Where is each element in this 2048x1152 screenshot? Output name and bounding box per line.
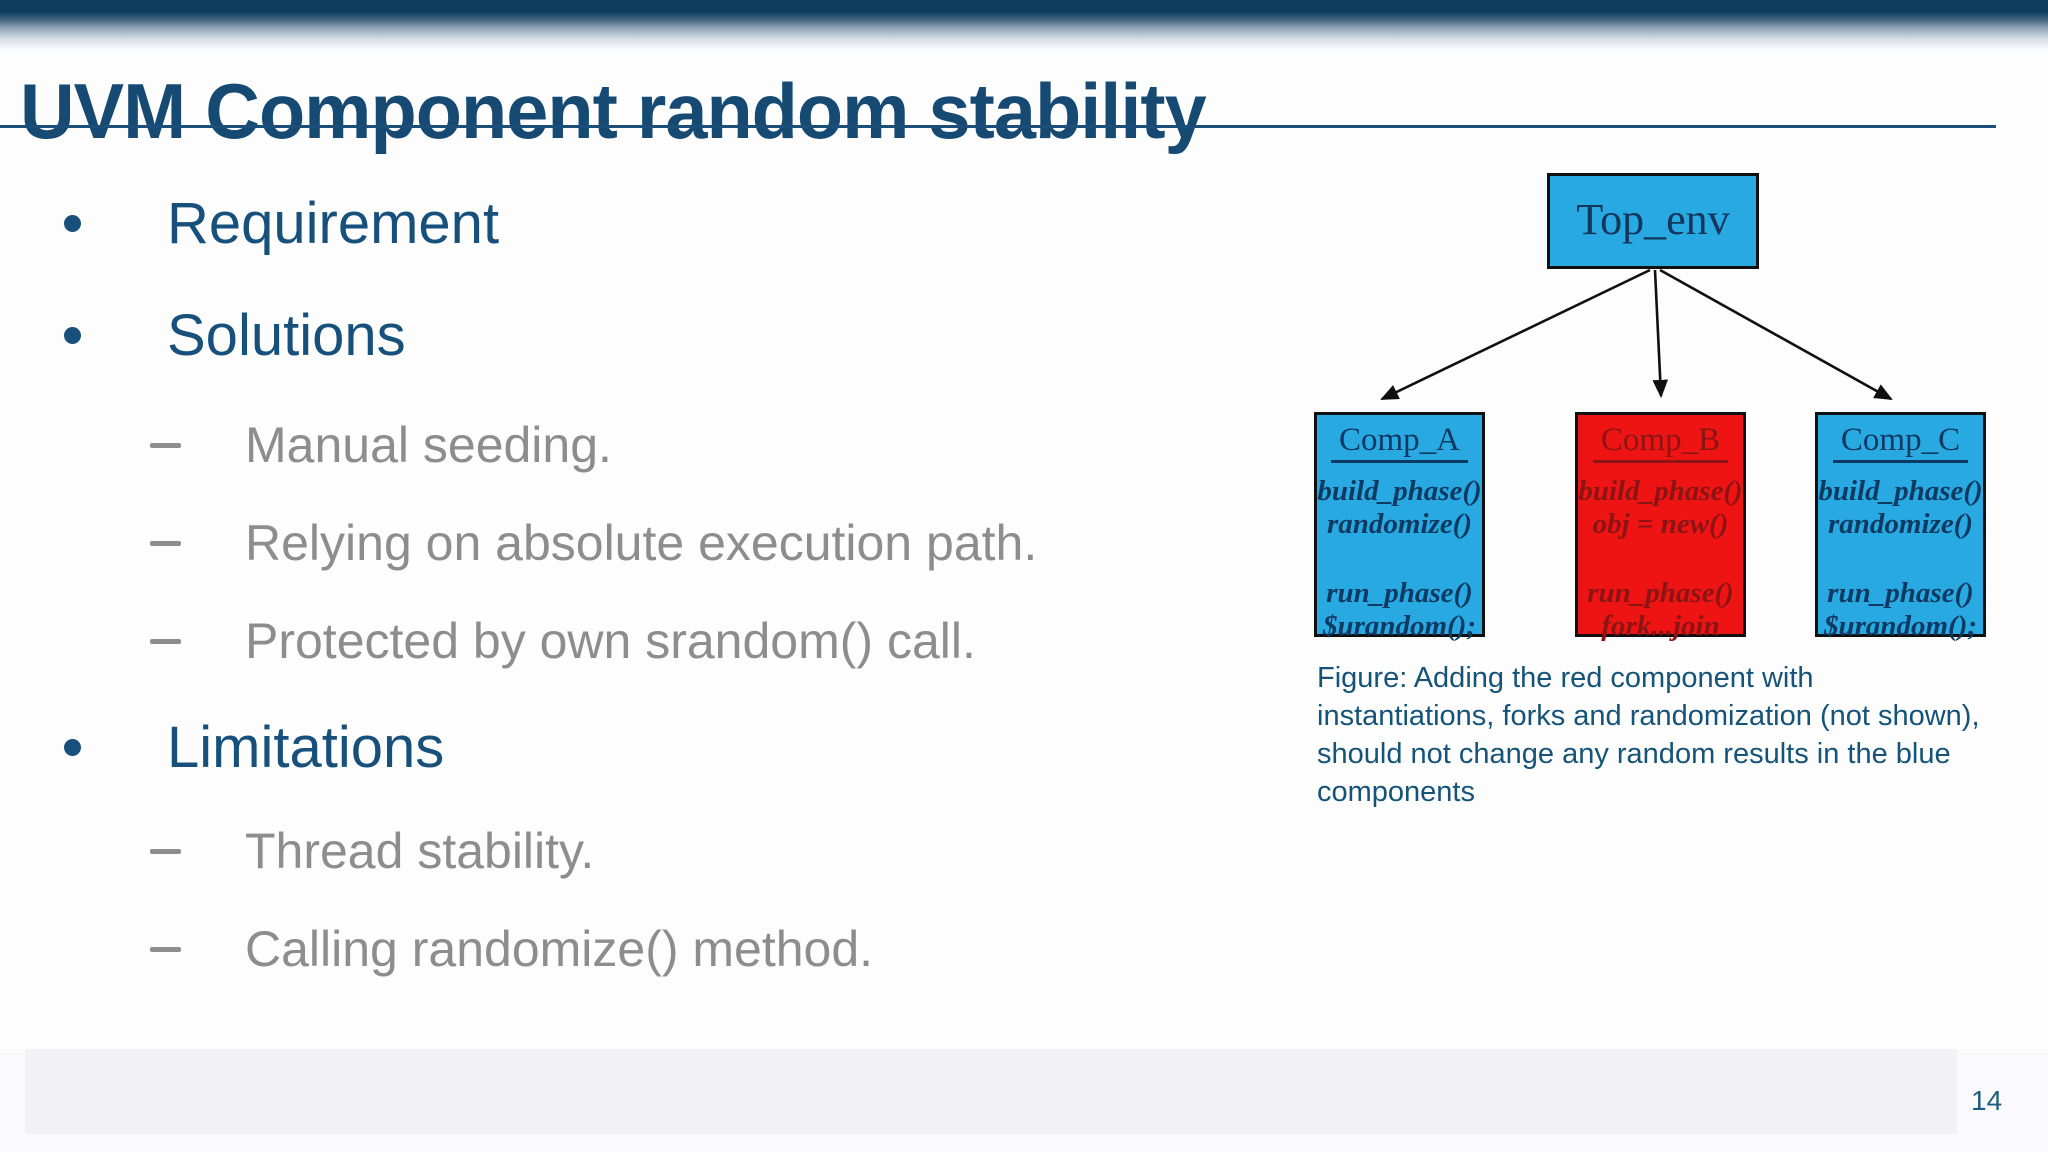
dash-marker-icon — [150, 442, 181, 448]
comp-b-line: obj = new() — [1592, 508, 1729, 540]
dash-marker-icon — [150, 848, 181, 854]
bullet-item-solutions: Solutions — [64, 302, 406, 369]
sub-bullet-label: Relying on absolute execution path. — [245, 515, 1038, 571]
bullet-label: Requirement — [167, 191, 500, 256]
header-gradient-band — [0, 0, 2048, 50]
figure-caption-line: instantiations, forks and randomization … — [1317, 700, 1980, 732]
top-env-label: Top_env — [1576, 195, 1730, 244]
sub-bullet-calling-randomize: Calling randomize() method. — [150, 920, 873, 978]
bullet-dot-icon — [64, 215, 81, 232]
sub-bullet-absolute-path: Relying on absolute execution path. — [150, 514, 1037, 572]
footer-area — [0, 1049, 2048, 1152]
figure-caption-line: should not change any random results in … — [1317, 738, 1951, 770]
title-underline-rule — [0, 125, 1996, 128]
sub-bullet-label: Manual seeding. — [245, 417, 612, 473]
comp-c-line: build_phase() — [1818, 475, 1983, 507]
comp-c-line: $urandom(); — [1823, 610, 1978, 642]
bullet-dot-icon — [64, 327, 81, 344]
figure-caption-line: components — [1317, 776, 1475, 808]
page-number: 14 — [1971, 1085, 2003, 1116]
bullet-label: Solutions — [167, 303, 406, 368]
diagram-box-comp-c: Comp_C build_phase() randomize() run_pha… — [1815, 412, 1986, 642]
comp-c-line: run_phase() — [1827, 577, 1974, 609]
comp-a-line: randomize() — [1327, 508, 1472, 540]
comp-b-line: fork...join — [1601, 610, 1720, 642]
sub-bullet-thread-stability: Thread stability. — [150, 822, 594, 880]
bullet-dot-icon — [64, 739, 81, 756]
figure-caption: Figure: Adding the red component with in… — [1317, 659, 1980, 811]
comp-a-line: build_phase() — [1317, 475, 1482, 507]
bullet-item-requirement: Requirement — [64, 190, 499, 257]
diagram-box-comp-a: Comp_A build_phase() randomize() run_pha… — [1314, 412, 1485, 642]
figure-caption-line: Figure: Adding the red component with — [1317, 662, 1814, 694]
comp-a-line: run_phase() — [1326, 577, 1473, 609]
sub-bullet-manual-seeding: Manual seeding. — [150, 416, 612, 474]
diagram-box-comp-b: Comp_B build_phase() obj = new() run_pha… — [1575, 412, 1746, 642]
sub-bullet-srandom-call: Protected by own srandom() call. — [150, 612, 976, 670]
comp-b-title: Comp_B — [1592, 422, 1729, 463]
comp-b-line: build_phase() — [1578, 475, 1743, 507]
dash-marker-icon — [150, 946, 181, 952]
slide-title: UVM Component random stability — [20, 67, 1207, 156]
comp-a-line: $urandom(); — [1322, 610, 1477, 642]
dash-marker-icon — [150, 638, 181, 644]
comp-b-line: run_phase() — [1587, 577, 1734, 609]
sub-bullet-label: Thread stability. — [245, 823, 595, 879]
comp-a-title: Comp_A — [1330, 422, 1468, 463]
bullet-item-limitations: Limitations — [64, 714, 444, 781]
comp-c-line: randomize() — [1828, 508, 1973, 540]
dash-marker-icon — [150, 540, 181, 546]
footer-bar — [25, 1049, 1957, 1134]
sub-bullet-label: Calling randomize() method. — [245, 921, 874, 977]
bullet-label: Limitations — [167, 715, 445, 780]
comp-c-title: Comp_C — [1832, 422, 1969, 463]
sub-bullet-label: Protected by own srandom() call. — [245, 613, 976, 669]
diagram-box-top-env: Top_env — [1547, 173, 1759, 269]
